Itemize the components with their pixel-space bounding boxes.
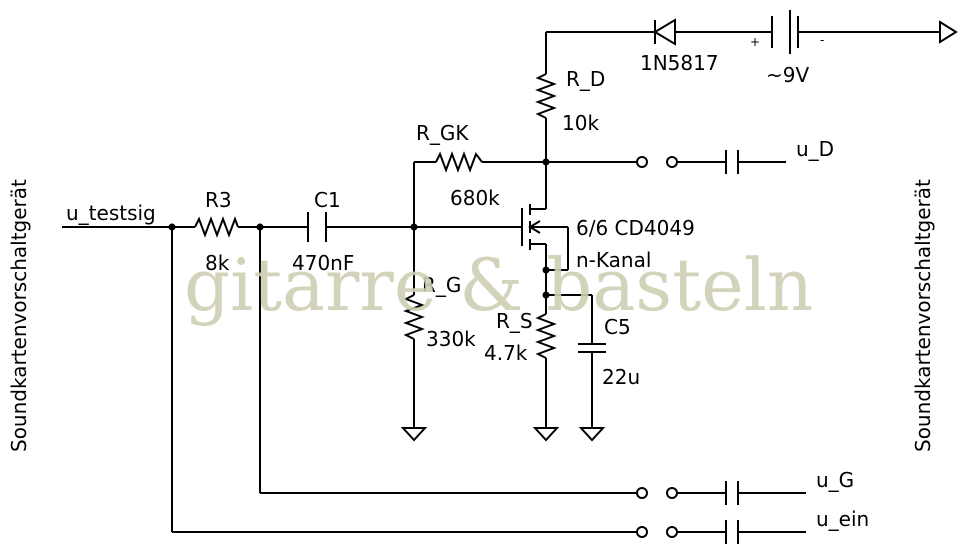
rd-resistor: [535, 73, 557, 119]
r3-resistor: [194, 216, 239, 238]
u-testsig-label: u_testsig: [66, 201, 156, 225]
fet-type: n-Kanal: [576, 248, 651, 272]
uein-label: u_ein: [816, 507, 869, 531]
soundcard-label-left: Soundkartenvorschaltgerät: [7, 179, 31, 452]
ud-terminal-a[interactable]: [636, 156, 648, 168]
battery-symbol: [771, 10, 799, 54]
c1-value: 470nF: [292, 251, 354, 275]
c1-name: C1: [314, 188, 341, 212]
rg-value: 330k: [426, 327, 476, 351]
rd-name: R_D: [566, 67, 605, 91]
c1-capacitor: [307, 212, 327, 242]
ground-c5-icon: [578, 427, 606, 442]
rd-value: 10k: [562, 111, 599, 135]
rgk-wires: [413, 161, 546, 227]
supply-arrow-icon: [939, 20, 958, 44]
ud-capacitor: [725, 150, 739, 174]
watermark: gitarre & basteln: [184, 243, 813, 327]
battery-plus: +: [750, 35, 760, 49]
rs-value: 4.7k: [484, 341, 528, 365]
diode-label: 1N5817: [640, 51, 719, 75]
rgk-resistor: [435, 151, 483, 173]
uein-terminal-b[interactable]: [666, 526, 678, 538]
diode-symbol: [653, 18, 676, 46]
ug-label: u_G: [816, 468, 854, 492]
input-wires: [62, 226, 638, 533]
rs-name: R_S: [496, 309, 533, 333]
mosfet-symbol: [521, 162, 569, 295]
ug-capacitor: [725, 481, 739, 505]
ug-terminal-b[interactable]: [666, 487, 678, 499]
rg-resistor: [403, 294, 425, 340]
ud-label: u_D: [796, 137, 834, 161]
battery-value: ~9V: [766, 63, 809, 87]
junction-input: [168, 223, 176, 231]
ground-rg-icon: [400, 427, 428, 442]
rgk-value: 680k: [450, 186, 500, 210]
c5-capacitor: [578, 343, 606, 353]
junction-r3-c1: [256, 223, 264, 231]
c5-name: C5: [604, 315, 631, 339]
r3-name: R3: [205, 188, 232, 212]
soundcard-label-right: Soundkartenvorschaltgerät: [911, 179, 935, 452]
battery-minus: -: [820, 33, 824, 47]
junction-source-body: [542, 266, 550, 274]
fet-name: 6/6 CD4049: [576, 216, 695, 240]
uein-capacitor: [725, 520, 739, 544]
c5-value: 22u: [602, 365, 640, 389]
rgk-name: R_GK: [416, 121, 469, 145]
ug-terminal-a[interactable]: [636, 487, 648, 499]
r3-value: 8k: [205, 251, 230, 275]
rg-name: R_G: [422, 273, 461, 297]
uein-terminal-a[interactable]: [636, 526, 648, 538]
rs-resistor: [535, 313, 557, 359]
ud-terminal-b[interactable]: [666, 156, 678, 168]
ground-rs-icon: [532, 427, 560, 442]
